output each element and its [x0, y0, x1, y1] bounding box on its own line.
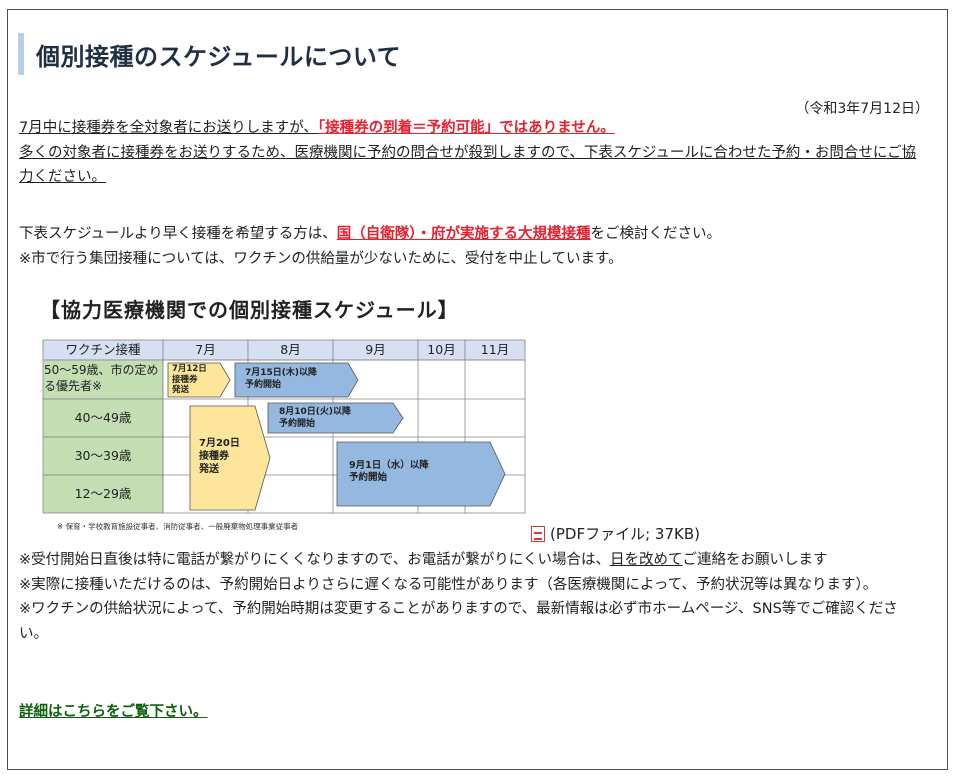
alternative-paragraph: 下表スケジュールより早く接種を希望する方は、国（自衛隊）・府が実施する大規模接種…	[19, 222, 919, 271]
note-line1-underline: 日を改めて	[610, 552, 683, 568]
month-label-aug: 8月	[280, 342, 301, 357]
month-label-jul: 7月	[195, 342, 216, 357]
header-label: ワクチン接種	[65, 342, 141, 357]
content-frame	[7, 9, 948, 770]
arrow-label-ticket-jul20: 7月20日 接種券 発送	[199, 438, 240, 475]
note-line1-tail: ご連絡をお願いします	[682, 552, 828, 568]
pdf-link[interactable]: (PDFファイル; 37KB)	[531, 523, 700, 544]
arrow-ticket-july20	[189, 405, 271, 511]
schedule-image: 【協力医療機関での個別接種スケジュール】 ワクチン接種 7月	[35, 290, 530, 535]
alt-line1-text: 下表スケジュールより早く接種を希望する方は、	[19, 226, 337, 242]
heading-accent-bar	[18, 33, 24, 75]
arrow-booking-jul15	[234, 362, 359, 398]
detail-link[interactable]: 詳細はこちらをご覧下さい。	[19, 704, 208, 720]
row-label-30-39: 30～39歳	[74, 448, 132, 463]
month-label-oct: 10月	[427, 342, 456, 357]
arrow-label-booking-jul15: 7月15日(木)以降 予約開始	[245, 368, 318, 390]
note-line3: ※ワクチンの供給状況によって、予約開始時期は変更することがありますので、最新情報…	[19, 601, 898, 642]
detail-link-wrap: 詳細はこちらをご覧下さい。	[19, 700, 208, 721]
month-label-nov: 11月	[480, 342, 510, 357]
note-line1: ※受付開始日直後は特に電話が繋がりにくくなりますので、お電話が繋がりにくい場合は…	[19, 552, 610, 568]
notice-warning-text: 「接種券の到着＝予約可能」ではありません。	[317, 120, 615, 136]
page-title: 個別接種のスケジュールについて	[36, 42, 402, 71]
alt-line1-tail: をご検討ください。	[590, 226, 721, 242]
schedule-table-graphic	[42, 339, 526, 514]
month-label-sep: 9月	[365, 342, 386, 357]
publish-date: （令和3年7月12日）	[795, 101, 929, 117]
arrow-booking-sep1	[336, 441, 506, 507]
notice-line2-text: 多くの対象者に接種券をお送りするため、医療機関に予約の問合せが殺到しますので、下…	[19, 144, 917, 186]
schedule-title: 【協力医療機関での個別接種スケジュール】	[40, 298, 459, 322]
note-line2: ※実際に接種いただけるのは、予約開始日よりさらに遅くなる可能性があります（各医療…	[19, 576, 878, 593]
row-label-50-59: 50～59歳、市の定める優先者※	[44, 363, 159, 393]
schedule-footnote: ※ 保育・学校教育施設従事者、消防従事者、一般廃棄物処理事業従事者	[57, 522, 299, 531]
row-label-12-29: 12～29歳	[74, 486, 132, 501]
arrow-label-booking-aug10: 8月10日(火)以降 予約開始	[279, 407, 352, 429]
page-heading: 個別接種のスケジュールについて	[18, 33, 401, 75]
pdf-icon	[531, 525, 545, 542]
arrow-label-ticket-jul12: 7月12日 接種券 発送	[172, 364, 207, 395]
row-label-40-49: 40～49歳	[74, 410, 132, 425]
mass-vaccination-link[interactable]: 国（自衛隊）・府が実施する大規模接種	[336, 226, 591, 242]
caution-notes: ※受付開始日直後は特に電話が繋がりにくくなりますので、お電話が繋がりにくい場合は…	[19, 548, 919, 646]
alt-line2-text: ※市で行う集団接種については、ワクチンの供給量が少ないために、受付を中止していま…	[19, 250, 623, 267]
arrow-booking-aug10	[267, 402, 404, 434]
pdf-label: (PDFファイル; 37KB)	[550, 525, 700, 543]
notice-paragraph: 7月中に接種券を全対象者にお送りしますが、「接種券の到着＝予約可能」ではありませ…	[19, 116, 919, 190]
arrow-label-booking-sep1: 9月1日（水）以降 予約開始	[349, 460, 429, 483]
arrow-ticket-july12	[167, 362, 231, 398]
notice-line1-text: 7月中に接種券を全対象者にお送りしますが、	[19, 120, 318, 136]
